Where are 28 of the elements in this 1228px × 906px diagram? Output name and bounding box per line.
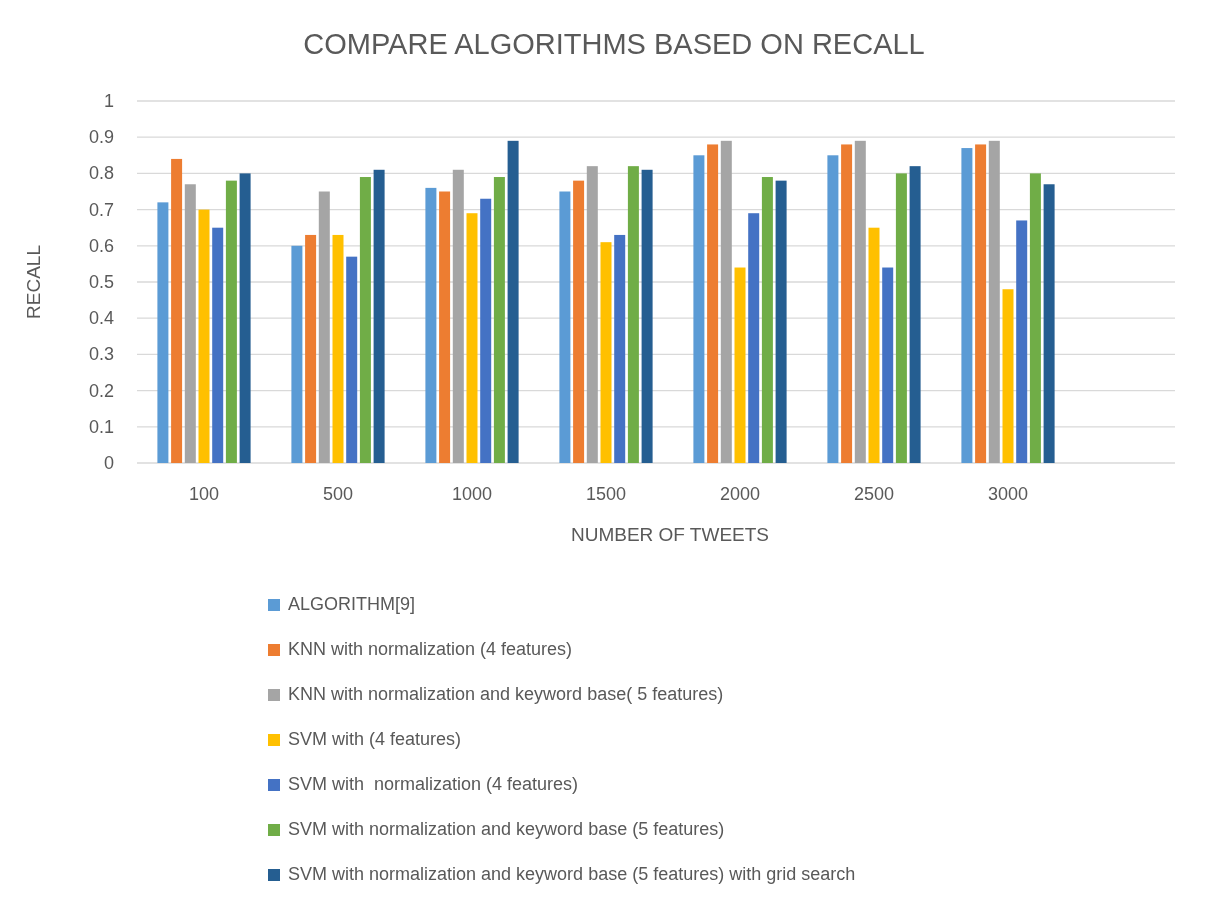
x-tick-label: 2000 [720,484,760,504]
chart-title: COMPARE ALGORITHMS BASED ON RECALL [303,28,925,61]
y-tick-label: 0.2 [88,380,114,401]
legend-label: ALGORITHM[9] [288,594,416,615]
legend-label: SVM with normalization and keyword base (5 features) with grid search [288,864,856,885]
legend-label: SVM with normalization (4 features) [288,774,579,795]
y-tick-label: 0.9 [88,127,114,148]
y-tick-label: 1 [104,91,114,111]
legend-label: SVM with (4 features) [288,729,462,750]
y-tick-label: 0.5 [88,272,114,292]
legend-label: SVM with normalization and keyword base (5 features) [288,819,725,840]
y-tick-label: 0.3 [88,344,114,365]
y-tick-label: 0.7 [88,199,114,220]
y-tick-label: 0.8 [88,163,114,184]
x-tick-label: 2500 [854,484,894,504]
x-axis-title: NUMBER OF TWEETS [570,524,770,545]
y-tick-label: 0 [104,453,114,473]
x-tick-label: 1000 [452,484,492,504]
x-tick-label: 3000 [988,484,1028,504]
y-tick-label: 0.6 [88,235,114,256]
legend-label: KNN with normalization (4 features) [288,639,573,660]
legend-label: KNN with normalization and keyword base( 5 features) [288,684,724,705]
y-tick-label: 0.1 [88,416,114,437]
x-tick-label: 100 [189,484,219,504]
y-axis-title: RECALL [23,245,44,319]
x-tick-label: 1500 [586,484,626,504]
x-tick-label: 500 [323,484,353,504]
y-tick-label: 0.4 [88,308,114,329]
